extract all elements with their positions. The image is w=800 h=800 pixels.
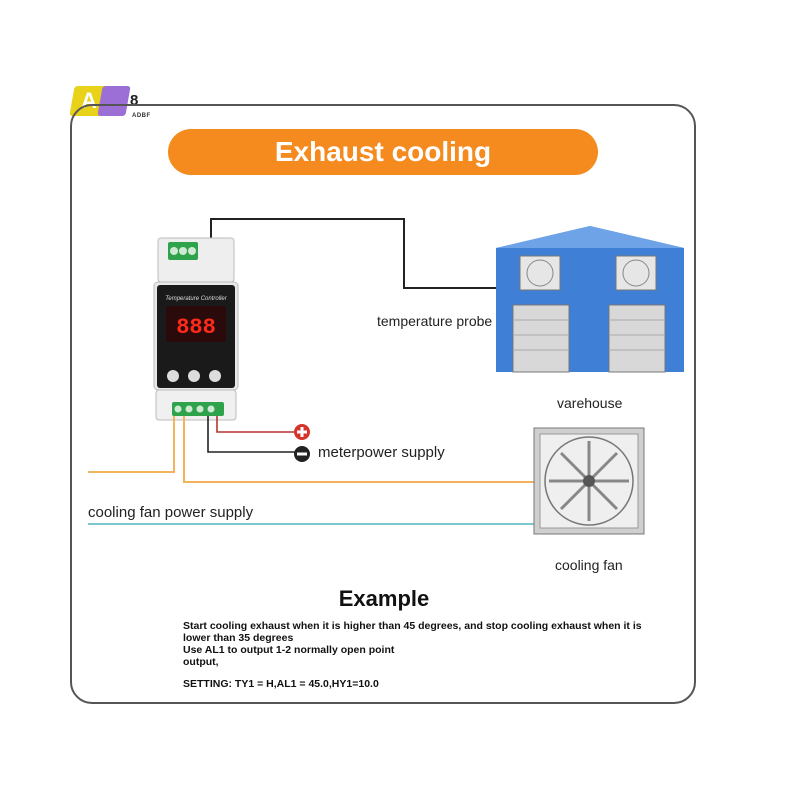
warehouse-illustration [496,226,684,373]
example-setting: SETTING: TY1 = H,AL1 = 45.0,HY1=10.0 [183,678,379,690]
device-display: 888 [176,315,216,340]
cooling-fan-label: cooling fan [555,557,623,573]
cooling-fan-power-supply-label: cooling fan power supply [88,504,254,521]
power-plus-wire [216,416,296,433]
temperature-controller-device [153,237,239,421]
cooling-fan-illustration [533,427,645,535]
meter-power-supply-label: meterpower supply [318,444,445,461]
example-line-2: Use AL1 to output 1-2 normally open poin… [183,644,395,656]
warehouse-label: varehouse [557,395,623,411]
logo-letter-c: 8 [130,92,139,109]
fan-wire-left [88,416,175,473]
example-text: Start cooling exhaust when it is higher … [183,620,653,690]
example-line-1: Start cooling exhaust when it is higher … [183,620,642,644]
probe-wire [210,218,498,289]
example-title: Example [338,586,430,611]
fan-wire-right [183,416,534,483]
diagram-frame [70,104,696,704]
power-minus-wire [207,416,296,453]
device-header: Temperature Controller [165,296,227,302]
logo-subtext: ADBF [132,113,151,119]
title-banner: Exhaust cooling [168,129,598,175]
temperature-probe-label: temperature probe [377,313,493,329]
example-line-3: output, [183,656,219,668]
